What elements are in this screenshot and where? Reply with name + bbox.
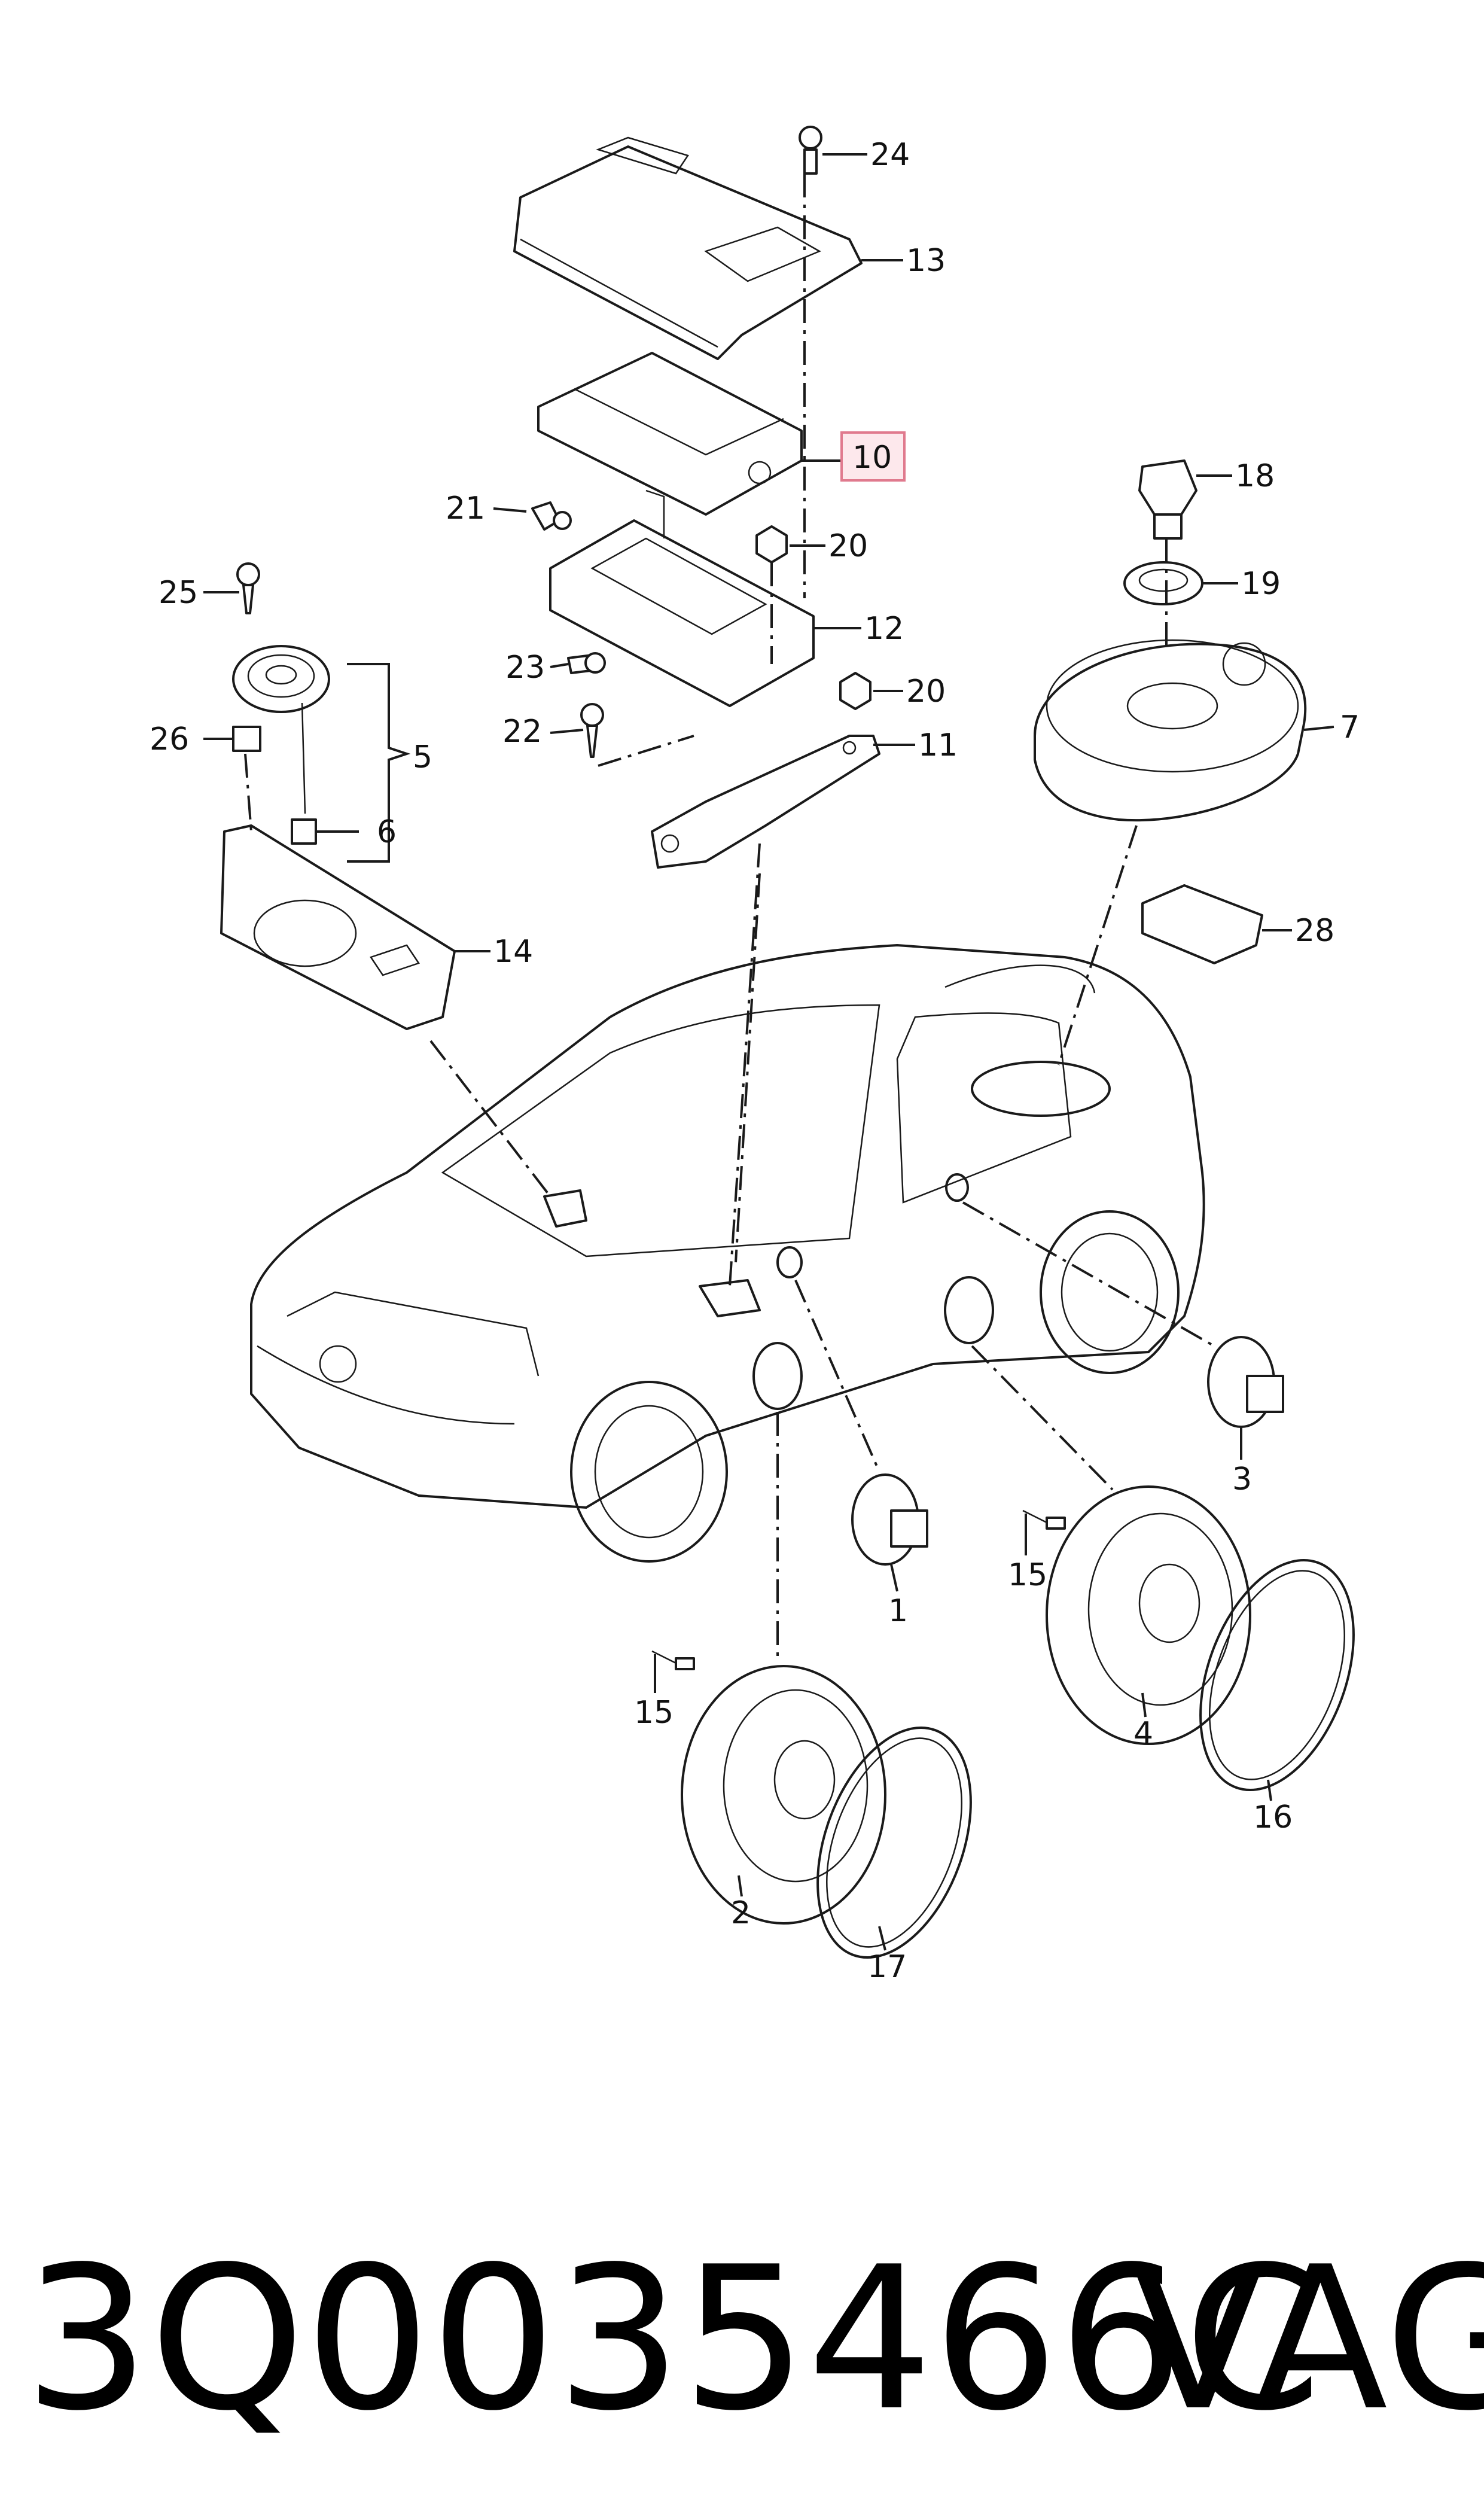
callout-1: 1 (888, 1593, 908, 1629)
group-brace-5 (347, 663, 411, 863)
callout-24: 24 (870, 137, 910, 173)
clip-24 (799, 126, 822, 175)
callout-13: 13 (906, 243, 946, 279)
highlight-box-10 (840, 431, 906, 482)
connector-6 (291, 818, 317, 845)
tweeter-5 (232, 645, 330, 814)
speaker-2 (681, 1665, 886, 1925)
speaker-3 (1207, 1336, 1284, 1428)
assembly-lines (244, 173, 1215, 1663)
ring-19 (1123, 561, 1203, 605)
callout-20-b: 20 (906, 674, 946, 710)
bracket-11 (651, 735, 880, 869)
callout-6: 6 (377, 814, 397, 850)
callout-5: 5 (413, 739, 432, 775)
screw-25 (236, 562, 260, 614)
callout-10: 10 (852, 440, 892, 476)
callout-4: 4 (1133, 1716, 1153, 1752)
speaker-1 (851, 1473, 928, 1566)
speaker-4 (1046, 1485, 1251, 1745)
callout-21: 21 (446, 491, 485, 526)
callout-23: 23 (505, 650, 545, 686)
part-number-text: 3Q0035466C (24, 2224, 1322, 2454)
callout-12: 12 (864, 611, 904, 647)
callout-3: 3 (1232, 1462, 1252, 1497)
callout-15-b: 15 (1008, 1557, 1047, 1593)
exploded-parts-diagram: 24 13 10 21 20 12 23 22 20 11 25 26 5 6 … (150, 126, 1360, 1985)
callout-18: 18 (1235, 458, 1275, 494)
callout-17: 17 (867, 1949, 907, 1985)
tweeter-bracket-14 (220, 824, 456, 1030)
amplifier-unit (537, 352, 803, 516)
nut-20-b (839, 672, 871, 710)
screw-21 (531, 501, 572, 531)
callout-28: 28 (1295, 913, 1334, 949)
nut-20-a (755, 525, 788, 564)
callout-25: 25 (159, 575, 198, 611)
screw-15-b (1022, 1509, 1066, 1530)
subwoofer-7 (1034, 639, 1307, 822)
clip-26 (232, 726, 261, 752)
callout-15-a: 15 (634, 1695, 674, 1731)
bolt-23 (567, 652, 606, 674)
pad-28 (1141, 884, 1263, 964)
screw-22 (580, 703, 604, 758)
callout-14: 14 (493, 934, 533, 970)
callout-16: 16 (1253, 1800, 1293, 1835)
seal-ring-17 (816, 1726, 972, 1959)
callout-7: 7 (1340, 710, 1360, 745)
seal-ring-16 (1199, 1558, 1355, 1792)
callout-20-a: 20 (828, 528, 868, 564)
brand-text: VAG (1130, 2224, 1484, 2454)
callout-11: 11 (918, 727, 958, 763)
callout-22: 22 (502, 714, 542, 750)
vehicle-outline (250, 943, 1205, 1563)
screw-15-a (651, 1650, 695, 1670)
leader-lines (203, 153, 1334, 1951)
callout-2: 2 (731, 1895, 751, 1931)
adapter-18 (1138, 459, 1197, 540)
bracket-12 (549, 489, 815, 707)
amplifier-cover (513, 136, 863, 360)
callout-26: 26 (150, 721, 189, 757)
callout-19: 19 (1241, 566, 1281, 602)
